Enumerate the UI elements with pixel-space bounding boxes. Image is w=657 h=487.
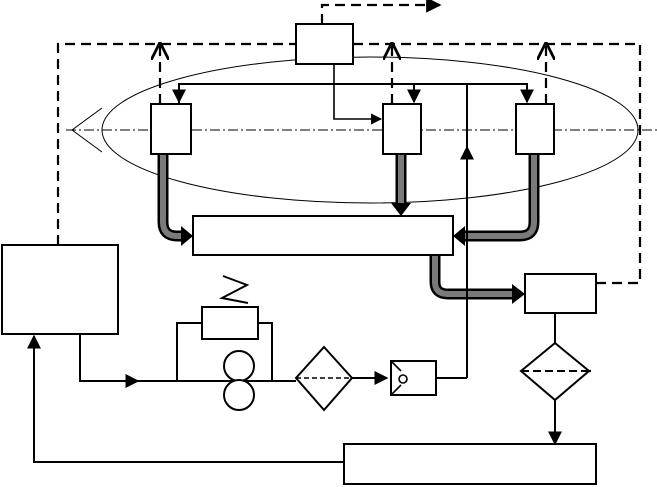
pump [223,350,255,411]
measure-middle [382,103,422,155]
top-unit [295,23,354,65]
heater [201,275,259,340]
filter [294,345,354,412]
control-signal-lines [56,0,642,373]
output-unit [524,273,597,314]
separator [519,341,591,402]
valve [390,360,437,396]
bottom-unit [343,443,597,485]
collector [192,215,454,256]
measure-left [150,103,192,155]
solid-signal-lines [27,64,562,463]
material-pipes [157,154,540,304]
measure-right [515,103,555,155]
heating-zigzag-icon [218,275,250,304]
control-unit [1,244,119,335]
